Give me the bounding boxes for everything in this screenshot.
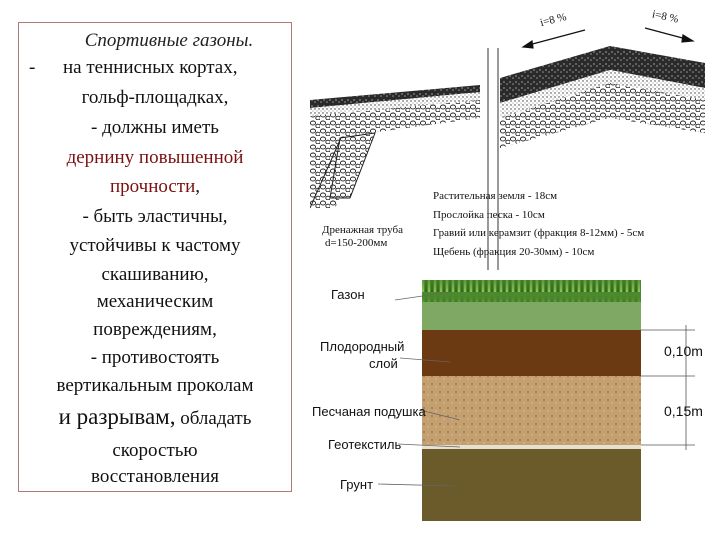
mechanical-text: механическим (96, 291, 214, 312)
dash-marker: - (29, 57, 36, 78)
soil-label: Грунт (340, 477, 374, 492)
must-have-text: - должны иметь (91, 117, 219, 138)
grass-layer (422, 280, 641, 302)
lawn-label: Газон (331, 287, 365, 302)
damage-text: повреждениям, (93, 319, 217, 340)
geotextile-label: Геотекстиль (328, 437, 402, 452)
court-cross-section-diagram (310, 27, 705, 270)
pipe-label-2: d=150-200мм (325, 237, 388, 249)
strength-line: прочности, (0, 176, 310, 198)
tennis-courts-text: на теннисных кортах, (63, 57, 238, 78)
punctures-text: вертикальным проколам (56, 375, 254, 396)
slope-arrows (521, 27, 695, 49)
tears-line: и разрывам, обладать (0, 404, 310, 430)
legend-item: Прослойка песка - 10см (433, 209, 545, 221)
turf-strength-text: дернину повышенной (66, 147, 244, 168)
text-panel-border (18, 22, 292, 492)
sand-dimension: 0,15m (664, 403, 703, 419)
tears-text: и разрывам, (58, 404, 176, 429)
fertile-label-2: слой (369, 356, 398, 371)
soil-layer (422, 449, 641, 521)
geotextile-layer (422, 445, 641, 449)
resistant-text: устойчивы к частому (69, 235, 241, 256)
fertile-label-1: Плодородный (320, 339, 405, 354)
pipe-label-1: Дренажная труба (322, 224, 403, 236)
left-cross-section (310, 85, 480, 268)
sand-layer (422, 376, 641, 445)
golf-text: гольф-площадках, (81, 87, 229, 108)
legend-item: Растительная земля - 18см (433, 190, 558, 202)
fertile-layer (422, 330, 641, 376)
turf-layer (422, 302, 641, 330)
recovery-text: восстановления (90, 466, 220, 487)
sand-label: Песчаная подушка (312, 404, 426, 419)
legend-item: Щебень (фракция 20-30мм) - 10см (433, 246, 595, 258)
speed-text: скоростью (112, 440, 198, 461)
mowing-text: скашиванию, (101, 264, 209, 285)
possess-text: обладать (175, 408, 252, 429)
resist-text: - противостоять (90, 347, 220, 368)
strength-comma: , (195, 176, 201, 197)
legend-item: Гравий или керамзит (фракция 8-12мм) - 5… (433, 227, 645, 239)
strength-text: прочности (109, 176, 196, 197)
right-cross-section (500, 46, 705, 148)
slide-title: Спортивные газоны. (84, 30, 254, 51)
lawn-layers-diagram (377, 280, 695, 521)
elastic-text: - быть эластичны, (82, 206, 228, 227)
leader-lines (377, 291, 461, 487)
fertile-dimension: 0,10m (664, 343, 703, 359)
dimension-marks (641, 325, 695, 450)
